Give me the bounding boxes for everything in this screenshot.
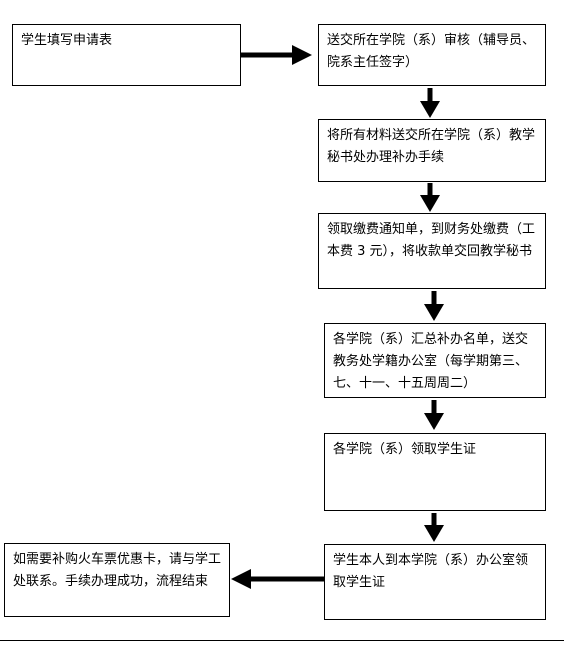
arrow-s3-s4	[420, 183, 440, 212]
arrow-s7-s8	[231, 569, 324, 589]
arrow-s2-s3	[420, 88, 440, 118]
arrow-s6-s7	[424, 513, 444, 542]
step-submit-materials: 将所有材料送交所在学院（系）教学秘书处办理补办手续	[318, 119, 546, 182]
step-college-review: 送交所在学院（系）审核（辅导员、院系主任签字）	[318, 24, 546, 86]
step-train-card-end: 如需要补购火车票优惠卡，请与学工处联系。手续办理成功，流程结束	[4, 543, 230, 617]
step-fill-application: 学生填写申请表	[12, 24, 241, 86]
arrow-s1-s2	[241, 45, 312, 65]
step-college-collect: 各学院（系）领取学生证	[324, 433, 546, 511]
arrow-s5-s6	[424, 400, 444, 430]
page-divider	[0, 640, 564, 641]
step-summarize-list: 各学院（系）汇总补办名单，送交教务处学籍办公室（每学期第三、七、十一、十五周周二…	[324, 323, 546, 398]
step-pay-fee: 领取缴费通知单，到财务处缴费（工本费 3 元），将收款单交回教学秘书	[318, 213, 546, 289]
arrow-s4-s5	[424, 291, 444, 321]
step-student-collect: 学生本人到本学院（系）办公室领取学生证	[324, 544, 546, 620]
